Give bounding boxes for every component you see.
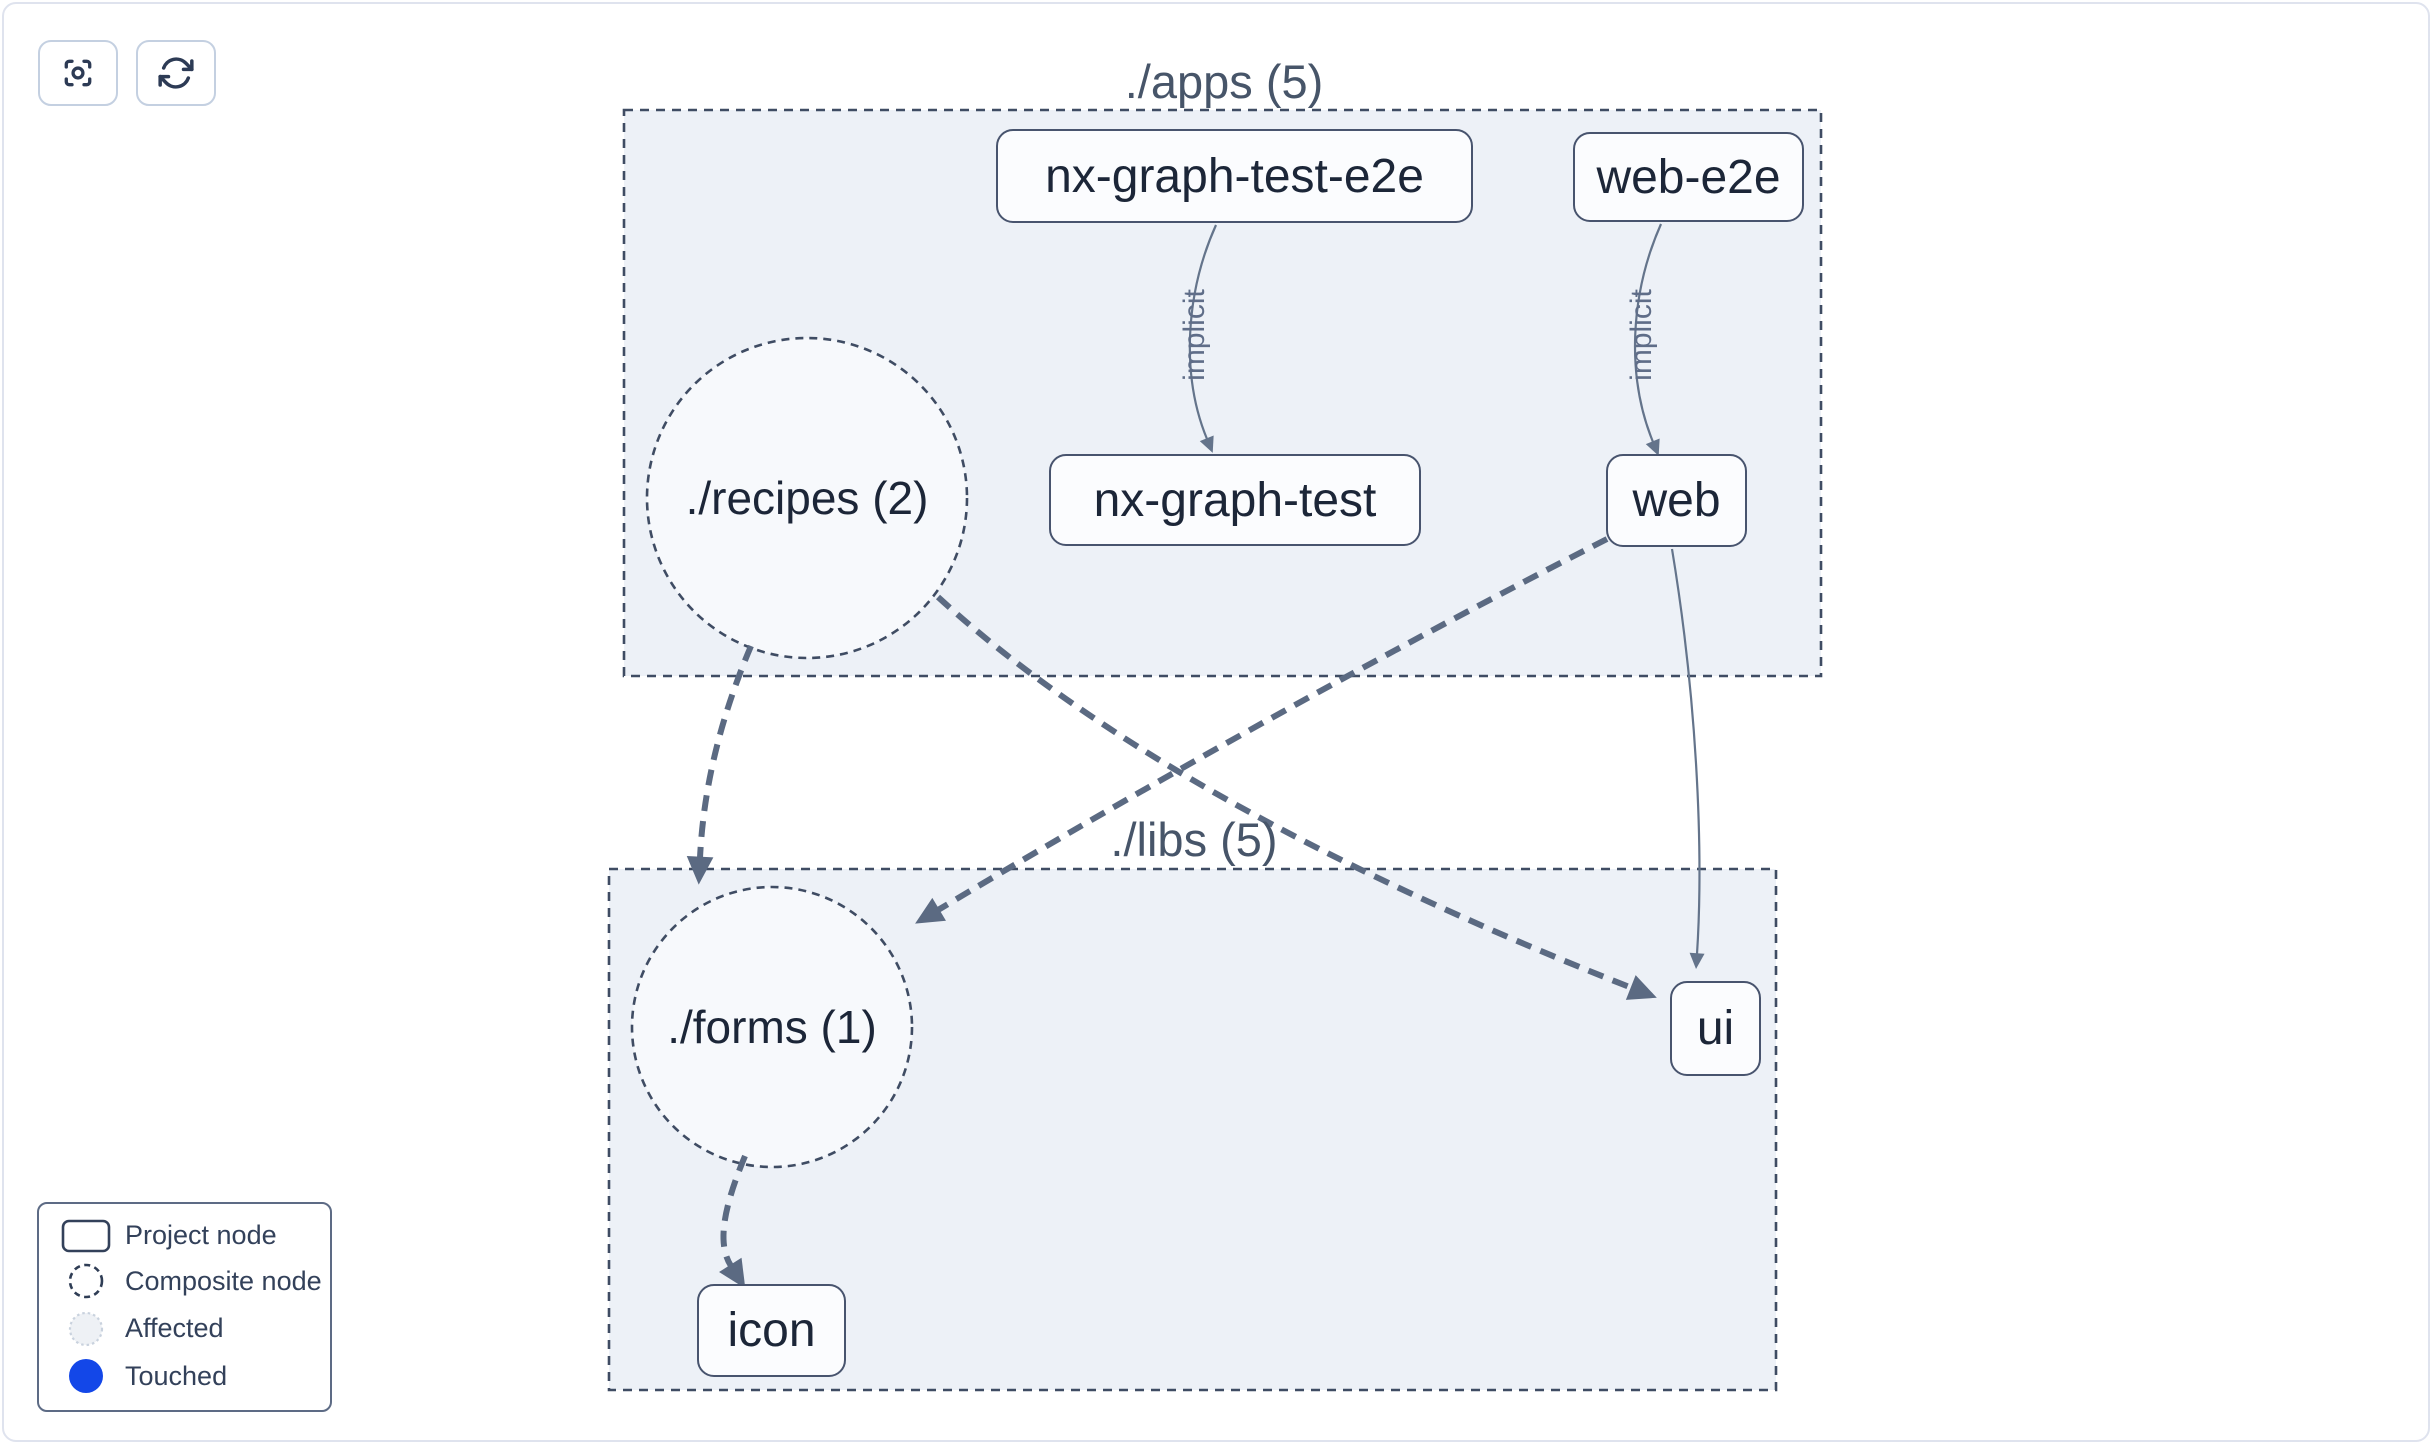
legend: Project node Composite node Affected [37,1202,332,1412]
node-recipes-label: ./recipes (2) [685,472,929,524]
node-label: icon [727,1304,816,1357]
node-label: nx-graph-test-e2e [1045,149,1424,203]
graph-toolbar [38,40,216,106]
focus-icon [64,59,92,87]
node-label: web [1632,474,1721,527]
edge-web-to-ui[interactable] [1670,548,1705,969]
node-ui[interactable]: ui [1670,981,1761,1076]
edge-web-to-forms[interactable] [915,536,1609,924]
legend-label: Affected [125,1313,224,1344]
apps-group-label: ./apps (5) [1124,55,1324,108]
edge-web-e2e-to-web[interactable] [1633,223,1663,456]
refresh-button[interactable] [136,40,216,106]
edge-implicit-label: implicit [1625,289,1658,381]
node-label: nx-graph-test [1093,473,1377,527]
node-forms-label: ./forms (1) [667,1001,877,1053]
legend-row-affected: Affected [47,1310,322,1348]
legend-row-project-node: Project node [47,1219,322,1253]
node-web[interactable]: web [1606,454,1747,547]
focus-view-button[interactable] [38,40,118,106]
edge-recipes-to-ui[interactable] [935,594,1657,1000]
affected-swatch-icon [68,1311,104,1346]
project-node-swatch-icon [61,1219,111,1253]
composite-node-swatch-icon [68,1263,104,1299]
legend-label: Project node [125,1220,277,1251]
touched-swatch-icon [69,1359,103,1394]
libs-group-label: ./libs (5) [1110,813,1278,866]
legend-label: Touched [125,1360,228,1391]
node-nx-graph-test-e2e[interactable]: nx-graph-test-e2e [996,129,1473,223]
edge-implicit-label: implicit [1178,289,1211,381]
refresh-icon [158,57,194,89]
node-nx-graph-test[interactable]: nx-graph-test [1049,454,1421,546]
node-icon[interactable]: icon [697,1284,846,1377]
legend-row-touched: Touched [47,1357,322,1395]
edge-recipes-to-forms[interactable] [686,644,754,885]
node-label: web-e2e [1596,150,1781,204]
edge-forms-to-icon[interactable] [719,1154,748,1289]
node-web-e2e[interactable]: web-e2e [1573,132,1804,222]
edge-nx-graph-test-e2e-to-nx-graph-test[interactable] [1188,224,1218,453]
legend-row-composite-node: Composite node [47,1262,322,1300]
legend-label: Composite node [125,1265,322,1296]
node-forms-circle[interactable] [630,885,914,1169]
node-label: ui [1696,1002,1735,1055]
node-recipes-circle[interactable] [645,336,969,660]
